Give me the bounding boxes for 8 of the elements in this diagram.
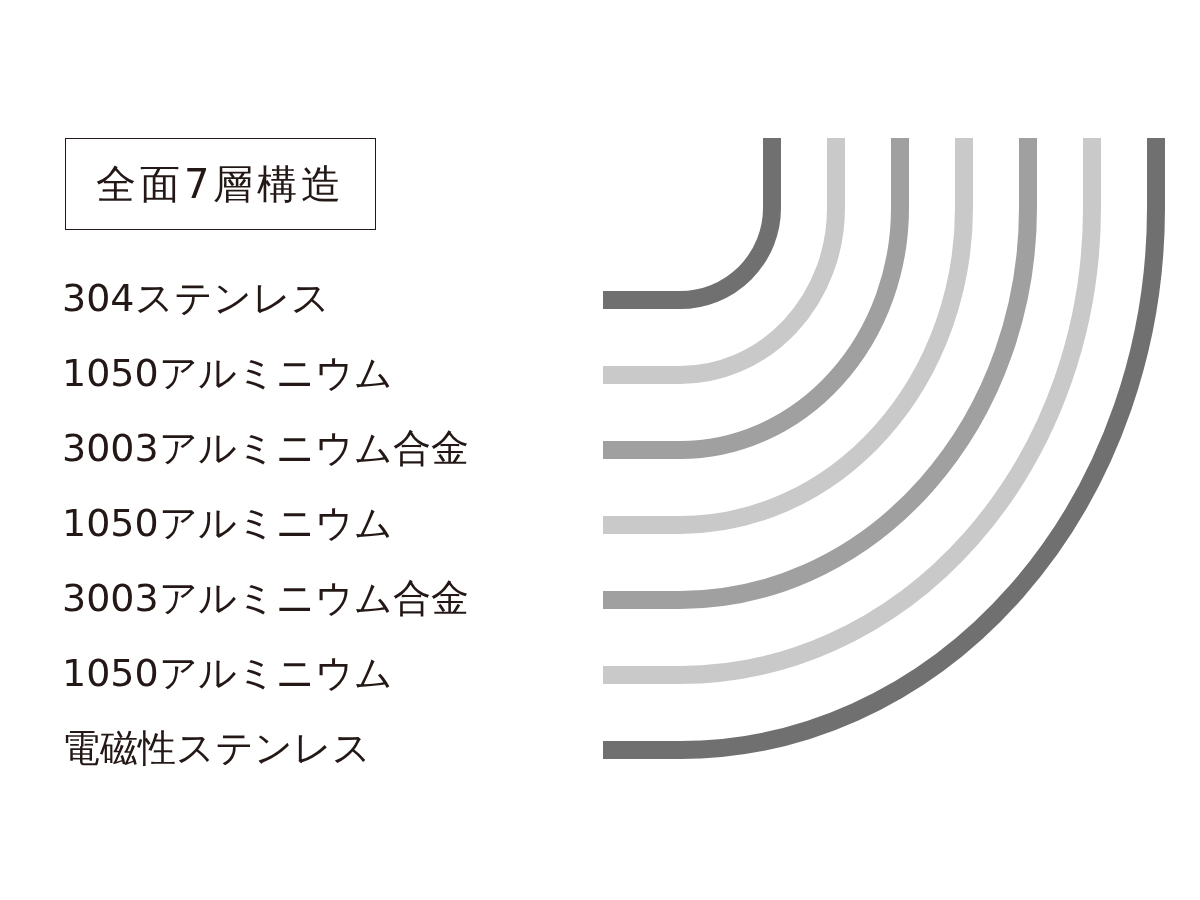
title: 全面7層構造 <box>65 138 377 230</box>
layer-label: 1050アルミニウム <box>62 501 393 545</box>
layer-label: 1050アルミニウム <box>62 351 393 395</box>
layer-label: 電磁性ステンレス <box>62 726 371 770</box>
layer-label: 3003アルミニウム合金 <box>62 576 469 620</box>
layer-label: 3003アルミニウム合金 <box>62 426 469 470</box>
layer-label: 304ステンレス <box>62 276 330 320</box>
layer-label: 1050アルミニウム <box>62 651 393 695</box>
